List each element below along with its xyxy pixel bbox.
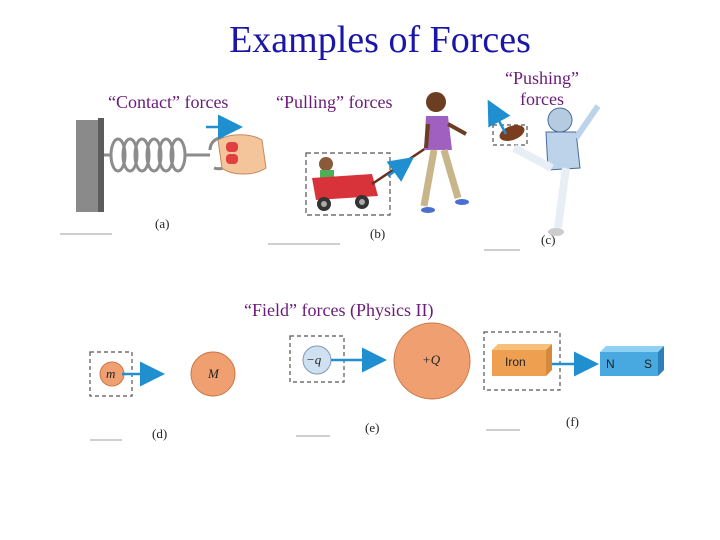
spring-icon <box>104 137 210 173</box>
football-player-icon <box>512 104 601 236</box>
pulling-force-arrow <box>386 157 415 182</box>
pushing-forces-label: “Pushing” forces <box>494 68 590 110</box>
magnet-south-label: S <box>644 357 653 371</box>
system-dashed-box <box>305 152 391 216</box>
iron-block-icon <box>492 344 552 376</box>
wagon-icon <box>312 146 427 211</box>
mass-m-label: m <box>106 366 116 381</box>
charge-q-label: −q <box>306 352 322 367</box>
panel-f-caption: (f) <box>566 414 579 429</box>
page-title: Examples of Forces <box>229 19 531 61</box>
magnet-north-label: N <box>606 357 615 371</box>
pushing-forces-label-line1: “Pushing” <box>505 68 579 88</box>
wall-icon <box>76 118 104 212</box>
iron-label: Iron <box>505 355 526 369</box>
mass-M-sphere <box>190 351 236 397</box>
mass-M-label: M <box>208 366 219 381</box>
magnet-icon <box>600 346 664 376</box>
charge-Q-label: +Q <box>422 352 441 367</box>
girl-icon <box>420 92 469 213</box>
contact-forces-label: “Contact” forces <box>108 92 229 112</box>
pushing-force-arrow <box>487 99 511 135</box>
pulling-forces-label: “Pulling” forces <box>276 92 393 112</box>
panel-d-caption: (d) <box>152 426 168 441</box>
panel-b-caption: (b) <box>370 226 386 241</box>
charge-Q-sphere <box>393 322 471 400</box>
panel-c-top-caption: (c) <box>541 232 556 247</box>
pushing-forces-label-line2: forces <box>520 89 564 109</box>
panel-e-caption: (e) <box>365 420 380 435</box>
iron-dashed-box <box>483 331 561 391</box>
hand-icon <box>217 134 267 175</box>
field-forces-label: “Field” forces (Physics II) <box>244 300 434 320</box>
panel-a-caption: (a) <box>155 216 170 231</box>
football-icon <box>499 125 525 141</box>
